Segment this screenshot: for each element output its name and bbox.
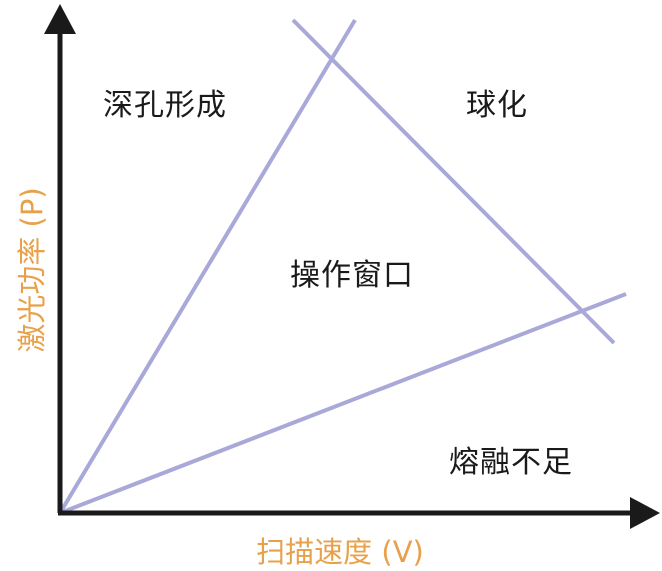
deep-hole-region-label: 深孔形成: [103, 88, 227, 123]
insufficient-fusion-boundary-line: [59, 292, 627, 515]
process-window-region-label: 操作窗口: [290, 258, 414, 293]
x-axis-arrow-icon: [630, 497, 660, 529]
x-axis-label: 扫描速度 (V): [256, 535, 424, 569]
y-axis-arrow-icon: [44, 4, 76, 34]
balling-boundary-line: [291, 18, 616, 345]
deep-hole-boundary-line: [58, 18, 357, 515]
insufficient-fusion-region-label: 熔融不足: [449, 445, 573, 480]
y-axis-label: 激光功率 (P): [15, 187, 49, 353]
balling-region-label: 球化: [466, 88, 528, 123]
